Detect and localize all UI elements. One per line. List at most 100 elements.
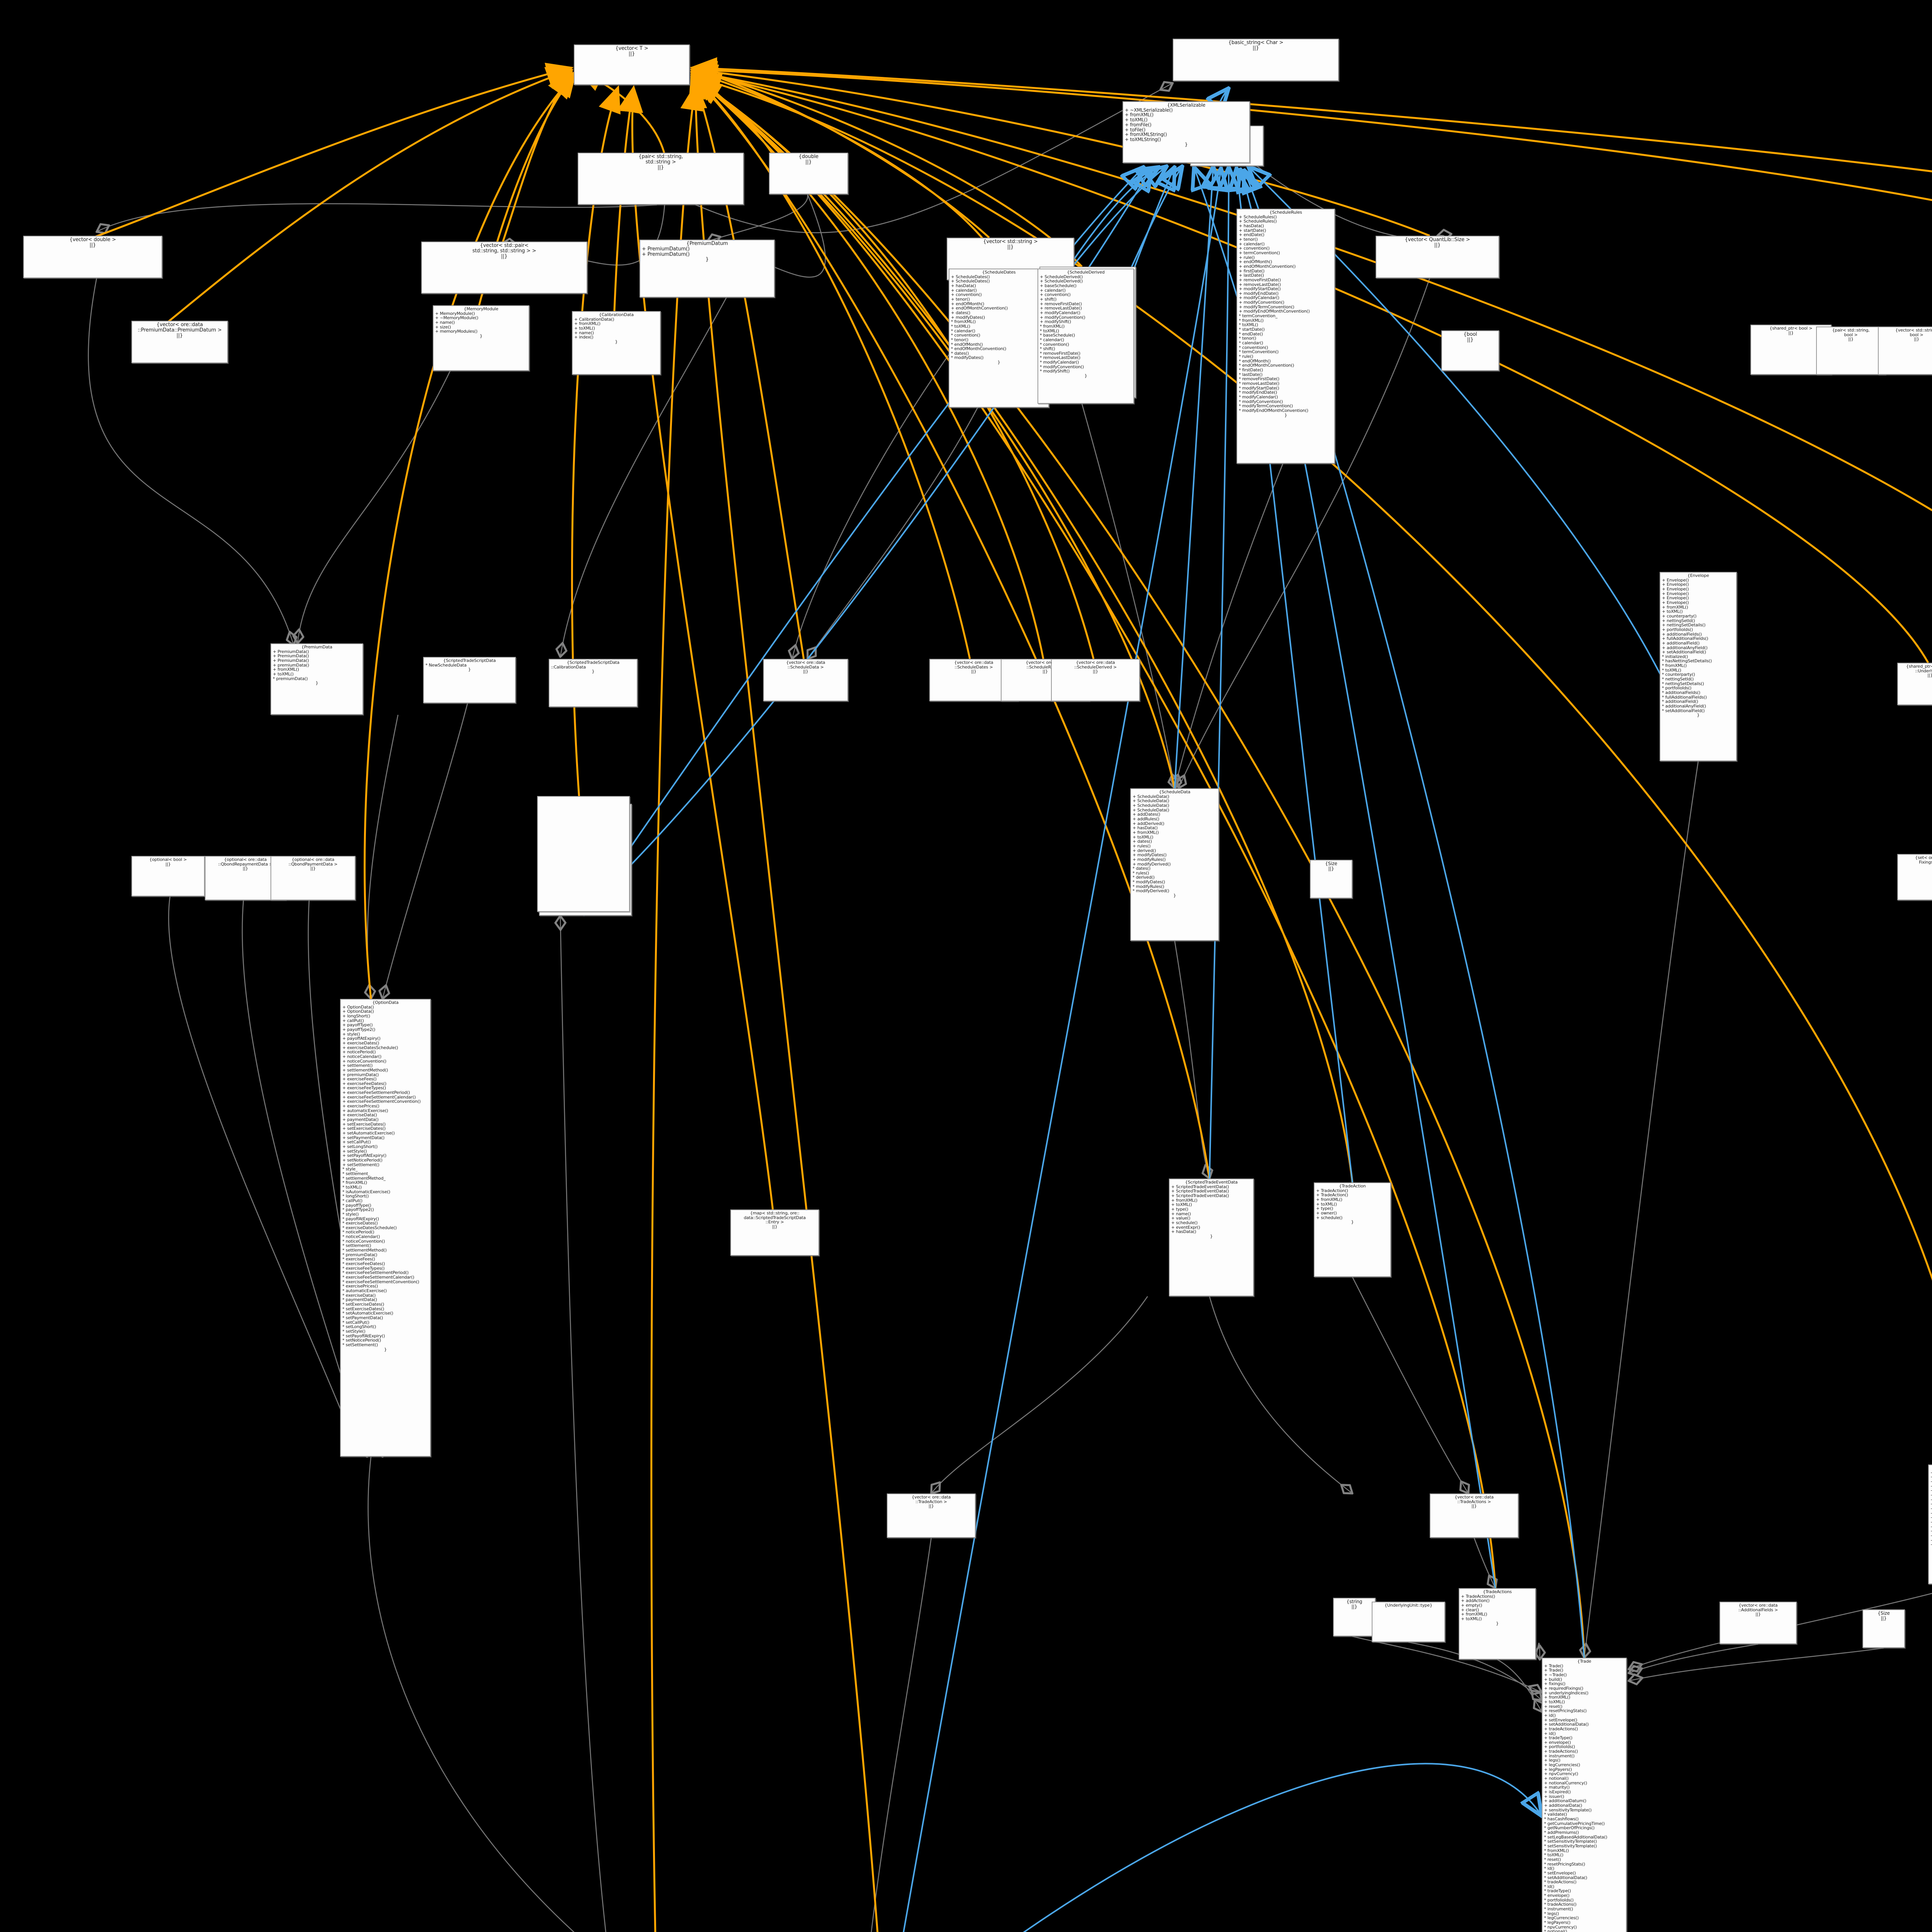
class-member-line: * noticePeriod()	[342, 1230, 374, 1235]
class-node-map_string_scripteddata[interactable]: {map< std::string, ore::data::ScriptedTr…	[730, 1209, 819, 1256]
class-member-line: + tradeActions()	[1544, 1726, 1578, 1731]
class-node-vector_string_bool[interactable]: {vector< std::string,bool >||}	[1878, 327, 1932, 375]
class-node-title-cont: bool >	[1844, 332, 1858, 337]
class-member-line: * premiumData()	[273, 676, 308, 681]
class-node-title-cont: std::string, std::string > >	[472, 248, 536, 254]
class-node-vector_quantlib_size[interactable]: {vector< QuantLib::Size >||}	[1376, 236, 1499, 278]
class-node-close: }	[384, 1347, 387, 1352]
class-node-string_top[interactable]: {basic_string< Char >||}	[1173, 39, 1339, 81]
class-node-size_mid2[interactable]: {Size||}	[1862, 1609, 1905, 1648]
class-node-scriptedtradescriptdata_left[interactable]: {ScriptedTradeScriptData* NewScheduleDat…	[423, 657, 516, 703]
class-node-scheduledata_center[interactable]: {ScheduleData+ ScheduleData()+ ScheduleD…	[1130, 788, 1219, 941]
class-node-map_string_req2[interactable]: {set< ore::data::RequiredFixings::Fixing…	[1897, 854, 1932, 900]
class-node-vector_ore_tradeaction[interactable]: {vector< ore::data::TradeAction >||}	[887, 1493, 976, 1538]
class-node-schedulederived[interactable]: {ScheduleDerived+ ScheduleDerived()+ Sch…	[1037, 269, 1134, 404]
class-member-line: * style_	[342, 1167, 358, 1172]
class-member-line: + exerciseFeeSettlementConvention()	[342, 1099, 421, 1104]
class-member-line: * nettingSetId()	[1662, 677, 1694, 682]
class-member-line: * validate()	[1544, 1812, 1567, 1817]
class-member-line: * payoffAtExpiry()	[342, 1216, 379, 1221]
class-member-line: + resetPricingStats()	[1544, 1708, 1587, 1714]
class-node-optional_bool[interactable]: {optional< bool >||}	[131, 856, 205, 896]
class-node-premiumdata[interactable]: {PremiumData+ PremiumData()+ PremiumData…	[270, 643, 363, 715]
class-node-title: {TradeActions	[1483, 1589, 1512, 1594]
class-node-members: + ScheduleDerived()+ ScheduleDerived()+ …	[1040, 274, 1132, 374]
class-node-scriptedtradeeventdata[interactable]: {ScriptedTradeEventData+ ScriptedTradeEv…	[1169, 1179, 1254, 1296]
class-member-line: * derived()	[1133, 875, 1155, 880]
class-member-line: * exerciseFeeTypes()	[342, 1265, 385, 1271]
class-member-line: + fromXMLString()	[1125, 132, 1167, 138]
class-node-calibrationdata[interactable]: {CalibrationData+ CalibrationData()+ fro…	[572, 311, 661, 375]
class-node-close: }	[1284, 412, 1287, 418]
class-node-vector_ore_tradeaction3[interactable]: {vector< ore::data::AdditionalFields >||…	[1719, 1602, 1797, 1644]
class-member-line: * settlement_	[342, 1171, 370, 1176]
class-member-line: + removeFirstDate()	[1040, 301, 1082, 306]
class-node-optiondata[interactable]: {OptionData+ OptionData()+ OptionData()+…	[340, 999, 431, 1457]
class-node-bool_node[interactable]: {bool||}	[1441, 330, 1499, 371]
class-member-line: + payoffType()	[342, 1022, 373, 1028]
class-node-memorymodule[interactable]: {MemoryModule+ MemoryModule()+ ~MemoryMo…	[433, 305, 529, 371]
class-node-double[interactable]: {double||}	[769, 153, 848, 194]
class-node-vector_ore_tradetype[interactable]: {UnderlyingUnit::type}	[1372, 1602, 1445, 1642]
class-node-vector_pair_string_string[interactable]: {vector< std::pair<std::string, std::str…	[421, 242, 587, 294]
class-member-line: + modifyTermConvention()	[1239, 304, 1294, 310]
class-node-pair_string_string[interactable]: {pair< std::string,std::string >||}	[578, 153, 744, 205]
class-member-line: + Envelope()	[1662, 591, 1689, 596]
class-node-xmlserializable[interactable]: {XMLSerializable+ ~XMLSerializable()+ fr…	[1122, 101, 1250, 163]
class-node-size_mid[interactable]: {Size||}	[1310, 860, 1352, 898]
class-member-line: + setPayoffAtExpiry()	[342, 1153, 386, 1158]
class-node-requiredfixings_big[interactable]: {RequiredFixings+ RequiredFixings()+ cle…	[1928, 1464, 1932, 1584]
class-member-line: + PremiumDatum()	[642, 251, 690, 257]
class-node-title: {Size	[1878, 1611, 1890, 1616]
class-member-line: + ScriptedTradeEventData()	[1171, 1193, 1229, 1198]
class-node-premiumdatum_top[interactable]: {PremiumDatum+ PremiumDatum()+ PremiumDa…	[639, 240, 775, 298]
class-node-shared_ptr_lnglst[interactable]: {shared_ptr< ore::data::Underlying >||}	[1897, 663, 1932, 705]
class-node-scheduledata_mid4[interactable]: {vector< ore::data::ScheduleDerived >||}	[1051, 659, 1140, 701]
class-node-vector_T[interactable]: {vector< T >||}	[574, 44, 690, 85]
class-member-line: + shift()	[1040, 296, 1057, 302]
class-node-trade[interactable]: {Trade+ Trade()+ Trade()+ ~Trade()+ buil…	[1542, 1658, 1627, 1932]
class-node-title: {pair< std::string,	[638, 154, 683, 160]
class-node-title: {ScheduleDerived	[1067, 270, 1105, 275]
class-node-scheduledates[interactable]: {ScheduleDates+ ScheduleDates()+ Schedul…	[949, 269, 1049, 408]
class-member-line: * calendar()	[951, 328, 976, 333]
class-node-title: {optional< ore::data	[291, 857, 335, 862]
class-node-envelope[interactable]: {Envelope+ Envelope()+ Envelope()+ Envel…	[1660, 572, 1737, 761]
class-node-title-cont: ::Entry >	[765, 1219, 784, 1225]
class-node-close: ||}	[1755, 1612, 1761, 1617]
class-member-line: * portfolioIds()	[1662, 685, 1692, 691]
class-node-vector_double[interactable]: {vector< double >||}	[23, 236, 162, 278]
class-member-line: + nettingSetDetails()	[1662, 622, 1706, 628]
class-member-line: + hasData()	[1239, 223, 1264, 228]
class-member-line: + additionalFields()	[1662, 631, 1702, 637]
class-member-line: + termConvention()	[1239, 250, 1280, 255]
class-member-line: * dates()	[1133, 866, 1151, 871]
class-member-line: + premiumData()	[273, 662, 310, 668]
class-node-tradeactions[interactable]: {TradeActions+ TradeActions()+ addAction…	[1459, 1588, 1536, 1660]
class-node-premiumdata_left[interactable]: {vector< ore::data::PremiumData::Premium…	[131, 321, 228, 363]
class-member-line: + addFixingDates()	[1930, 1524, 1932, 1529]
class-member-line: + setSettlement()	[342, 1162, 379, 1167]
class-node-scriptedtradescriptdata_big[interactable]	[537, 796, 630, 912]
class-node-tradeaction[interactable]: {TradeAction+ TradeAction()+ TradeAction…	[1314, 1182, 1391, 1277]
class-member-line: + fromXML()	[1461, 1612, 1487, 1617]
class-node-pair_string_bool[interactable]: {pair< std::string,bool >||}	[1816, 327, 1886, 375]
class-member-line: * modifyEndOfMonthConvention()	[1239, 408, 1308, 413]
class-member-line: + modifyEndOfMonthConvention()	[1239, 309, 1310, 314]
class-node-close: ||}	[1093, 669, 1098, 674]
class-node-title-cont: ::AdditionalFields >	[1738, 1607, 1778, 1612]
class-node-optional_scheduledata2[interactable]: {optional< ore::data::QbondPaymentData >…	[270, 856, 355, 900]
class-node-close: ||}	[1900, 864, 1932, 869]
class-node-close: ||}	[176, 332, 183, 338]
class-member-line: + endOfMonthConvention()	[951, 306, 1008, 311]
class-node-close: ||}	[929, 1503, 934, 1509]
class-node-scriptedtradescriptdata2[interactable]: {ScriptedTradeScriptData::CalibrationDat…	[549, 659, 638, 707]
class-member-line: + convention()	[951, 292, 982, 298]
class-node-scheduledata_mid1[interactable]: {vector< ore::data::ScheduleData >||}	[763, 659, 848, 701]
class-node-vector_ore_tradeaction2[interactable]: {vector< ore::data::TradeActions >||}	[1430, 1493, 1519, 1538]
class-node-title: {shared_ptr< ore::data	[1906, 664, 1932, 669]
class-node-string_small2[interactable]: {string||}	[1333, 1598, 1376, 1636]
class-member-line: + name()	[1171, 1211, 1191, 1216]
class-node-schedulerules[interactable]: {ScheduleRules+ ScheduleRules()+ Schedul…	[1236, 209, 1335, 464]
class-node-title: {basic_string< Char >	[1228, 40, 1284, 46]
